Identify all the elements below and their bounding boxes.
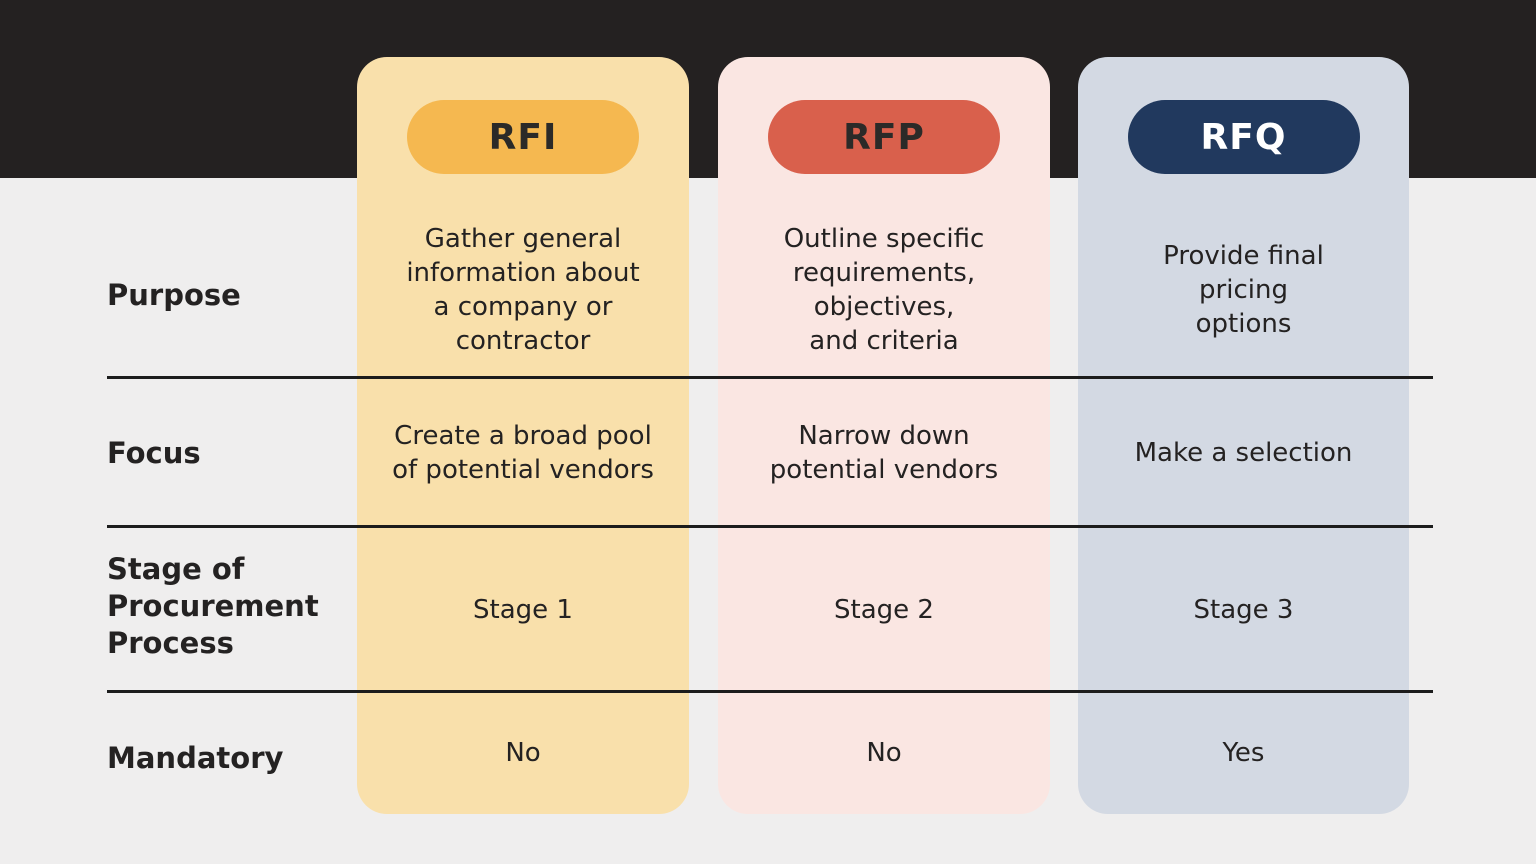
rfi-focus-cell: Create a broad pool of potential vendors <box>392 420 654 485</box>
rfq-stage-cell: Stage 3 <box>1193 594 1294 625</box>
row-divider-focus-stage <box>107 525 1433 528</box>
rfq-badge: RFQ <box>1127 100 1360 174</box>
row-label-focus: Focus <box>107 436 201 470</box>
rfi-purpose-cell: Gather general information about a compa… <box>406 224 640 356</box>
column-card-rfq: RFQ Provide final pricing options Make a… <box>1078 57 1409 814</box>
column-card-rfp: RFP Outline specific requirements, objec… <box>718 57 1050 814</box>
row-divider-purpose-focus <box>107 376 1433 379</box>
row-divider-stage-mandatory <box>107 690 1433 693</box>
rfp-mandatory-cell: No <box>866 738 902 768</box>
row-label-purpose: Purpose <box>107 278 241 312</box>
column-card-rfi: RFI Gather general information about a c… <box>357 57 689 814</box>
rfq-focus-cell: Make a selection <box>1134 437 1353 468</box>
rfp-focus-cell: Narrow down potential vendors <box>769 420 999 485</box>
rfp-purpose-cell: Outline specific requirements, objective… <box>783 224 985 356</box>
rfp-badge: RFP <box>768 100 1000 174</box>
rfp-stage-cell: Stage 2 <box>834 594 934 625</box>
rfq-mandatory-cell: Yes <box>1222 738 1265 768</box>
rfq-purpose-cell: Provide final pricing options <box>1163 241 1324 339</box>
row-label-mandatory: Mandatory <box>107 741 284 775</box>
rfi-mandatory-cell: No <box>505 738 541 768</box>
rfi-badge: RFI <box>407 100 639 174</box>
rfi-stage-cell: Stage 1 <box>473 594 573 625</box>
row-label-stage-of-procurement-process: Stage of Procurement Process <box>107 552 319 660</box>
